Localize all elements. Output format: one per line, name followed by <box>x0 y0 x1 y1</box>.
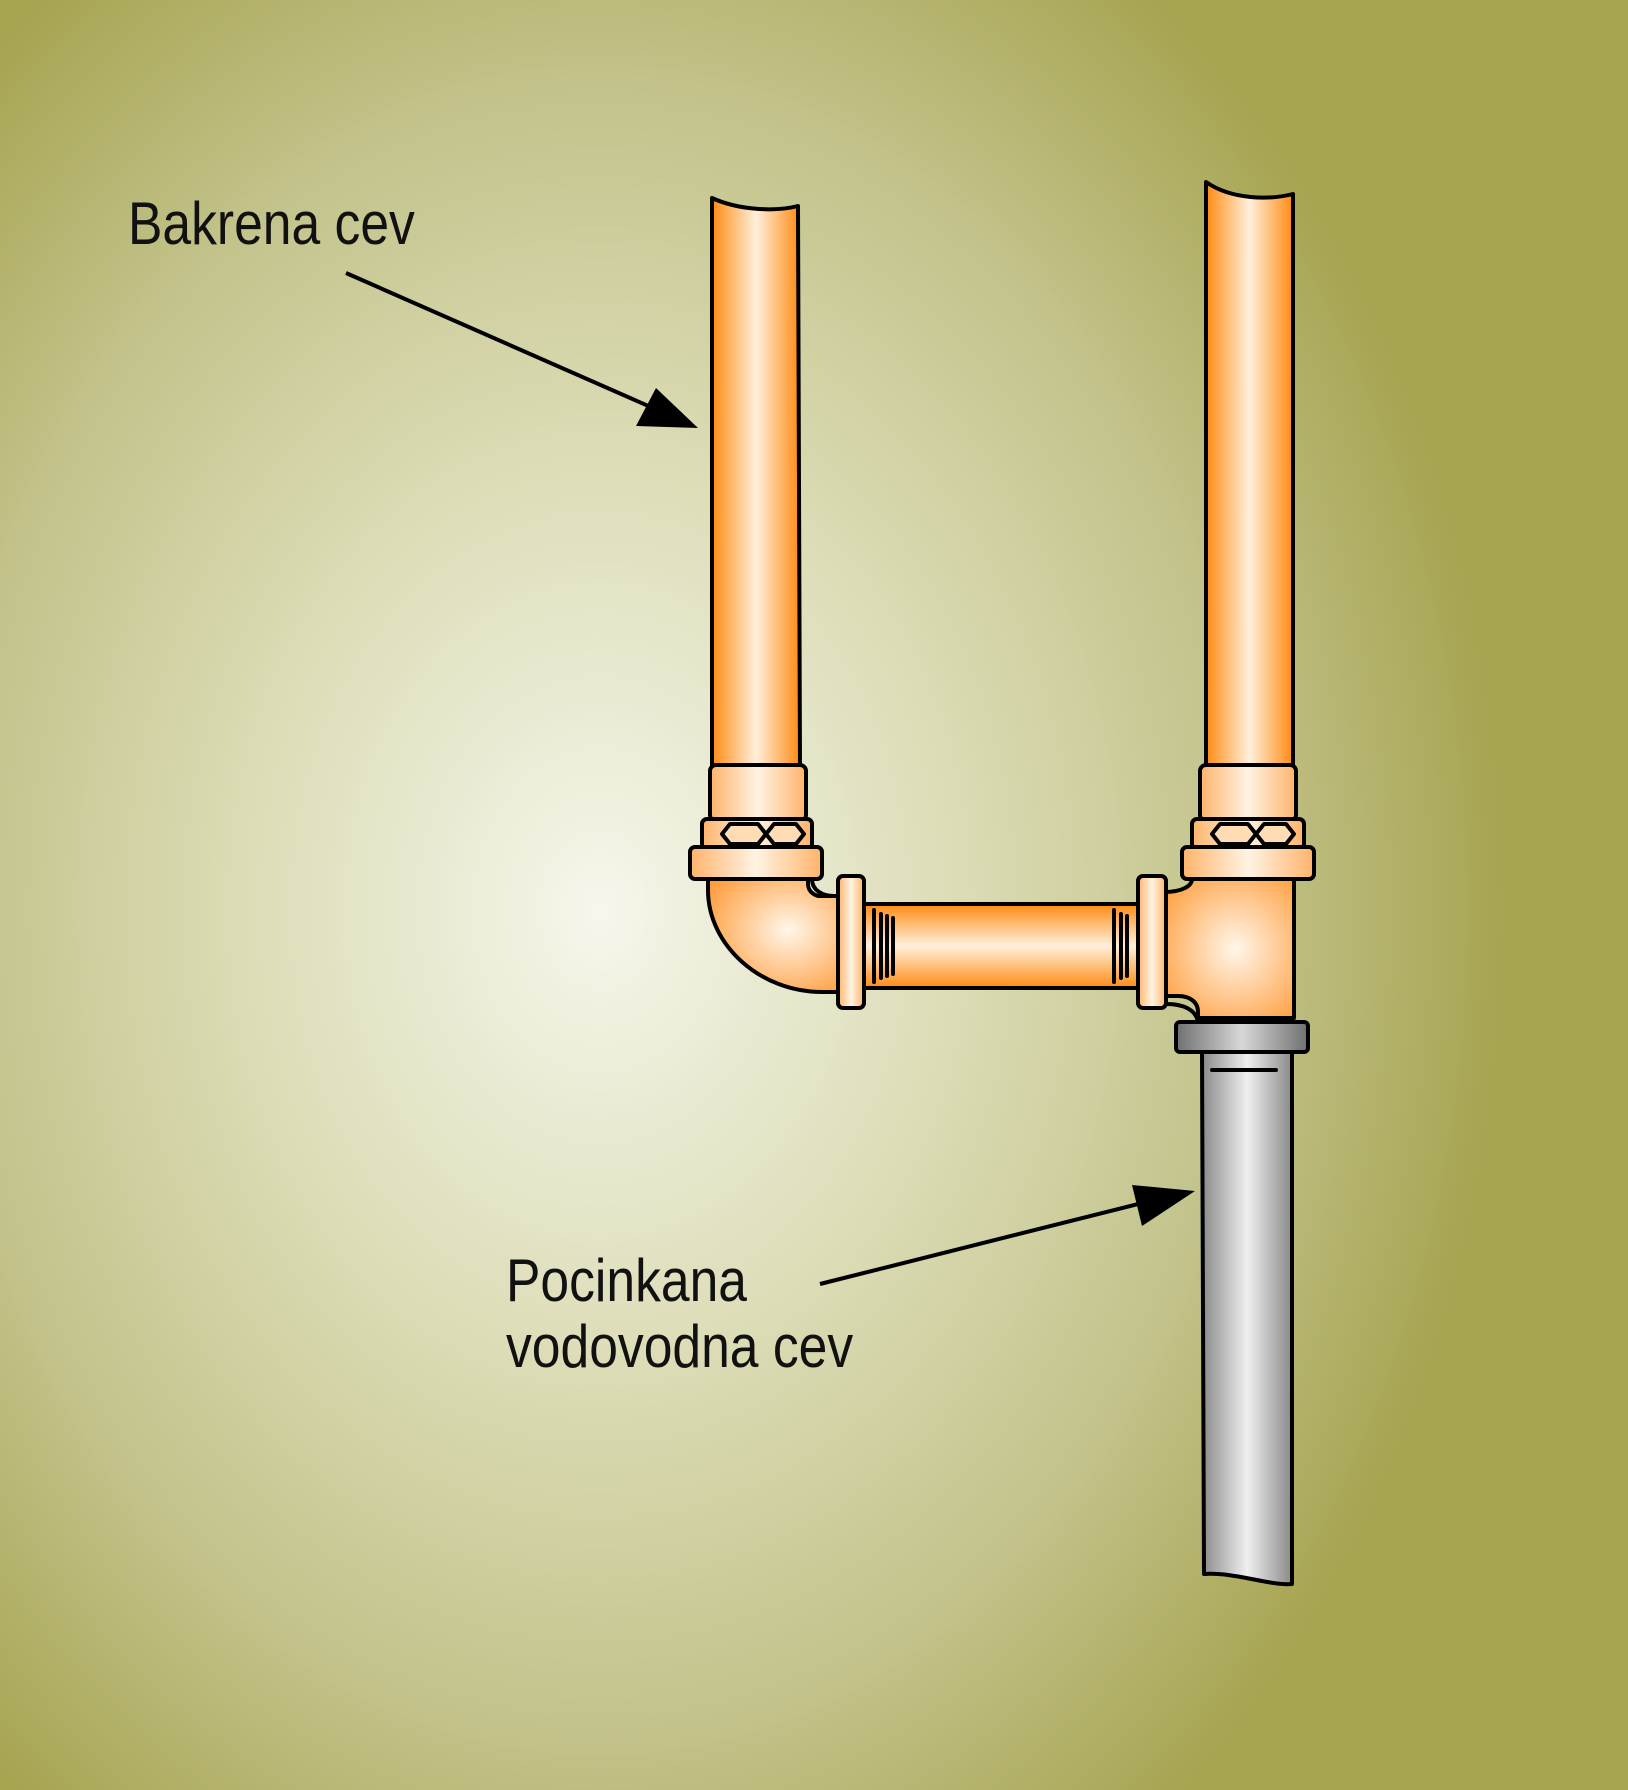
galvanized-collar <box>1174 1020 1310 1054</box>
elbow-fitting <box>706 877 844 994</box>
right-union-flange <box>1136 874 1168 1010</box>
copper-pipe-label-text: Bakrena cev <box>128 190 415 257</box>
left-copper-pipe <box>710 196 802 768</box>
galvanized-pipe <box>1200 1050 1294 1587</box>
right-copper-pipe <box>1204 180 1295 768</box>
left-union-flange <box>836 874 866 1010</box>
left-compression-fitting <box>688 763 824 881</box>
tee-fitting <box>1162 877 1296 1024</box>
galvanized-pipe-label: Pocinkana vodovodna cev <box>506 1248 853 1380</box>
galvanized-pipe-label-line2: vodovodna cev <box>506 1313 854 1380</box>
right-compression-fitting <box>1180 763 1316 881</box>
galvanized-pipe-arrow <box>819 1185 1195 1286</box>
copper-pipe-label: Bakrena cev <box>128 191 415 257</box>
horizontal-copper-pipe <box>858 902 1144 990</box>
copper-pipe-arrow <box>345 271 698 428</box>
galvanized-pipe-label-line1: Pocinkana <box>506 1247 747 1314</box>
